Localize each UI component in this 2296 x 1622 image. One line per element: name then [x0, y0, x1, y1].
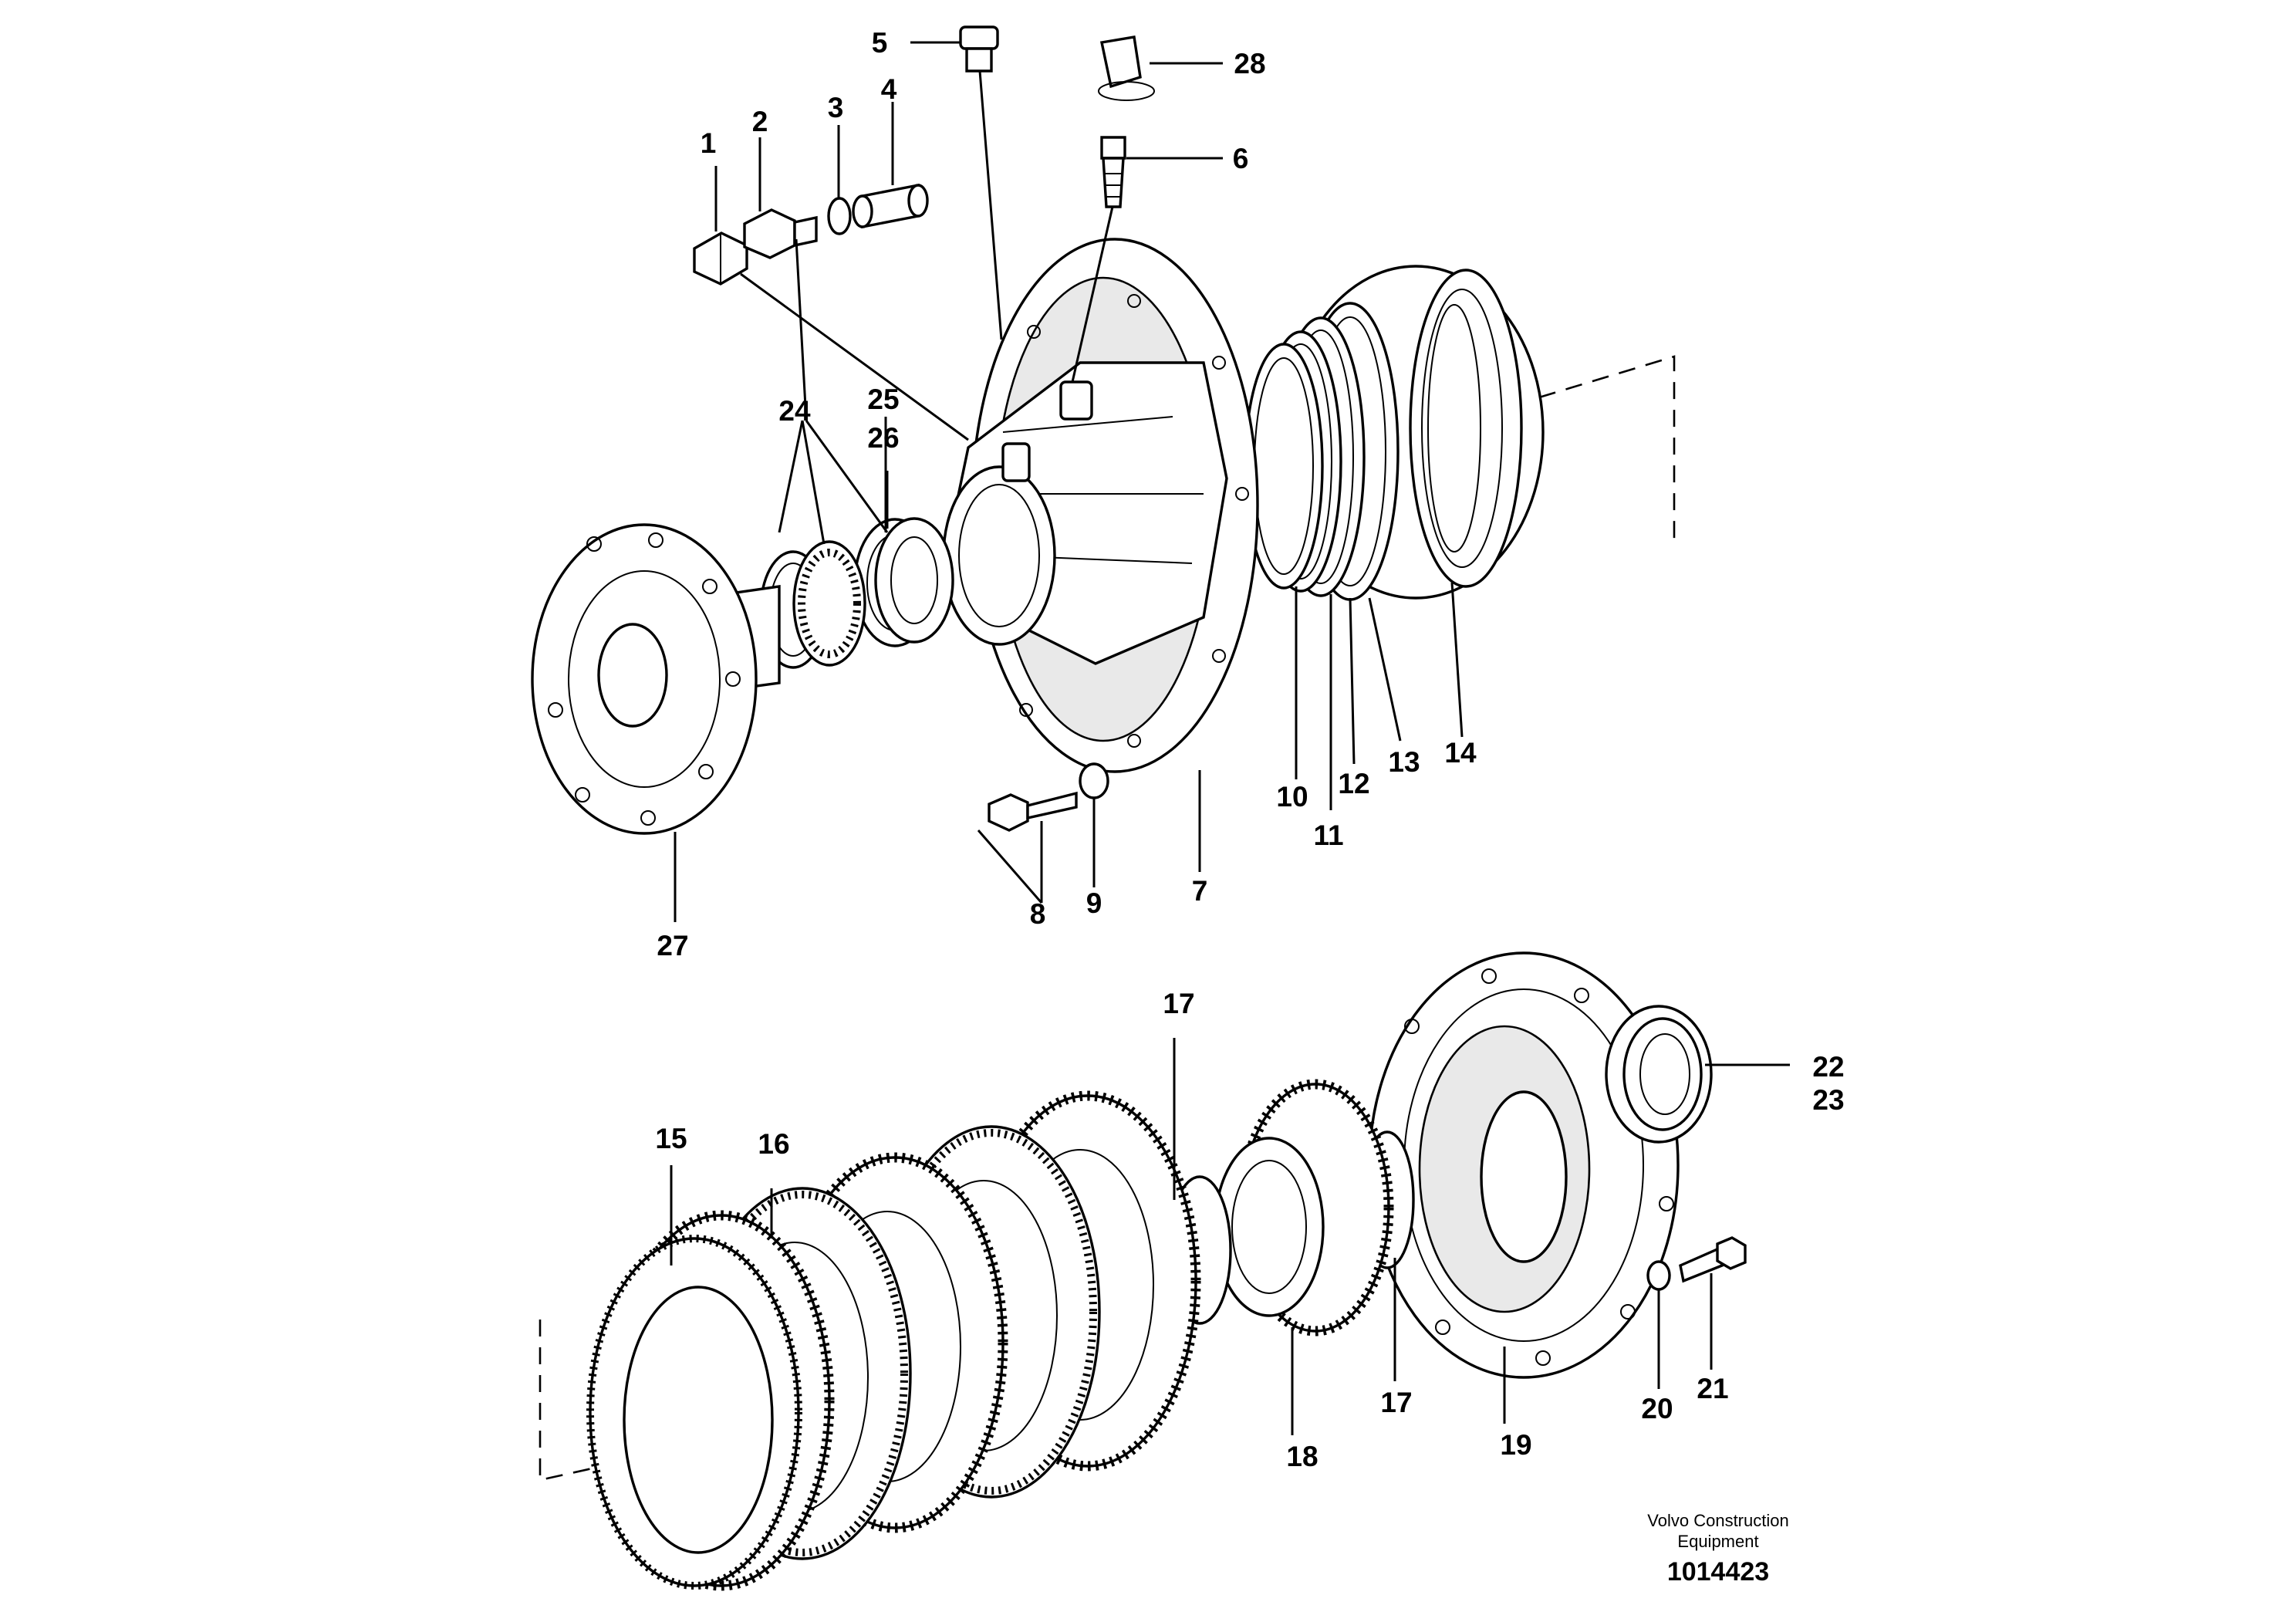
brand-line-1: Volvo Construction [1647, 1511, 1788, 1530]
callout-28: 28 [1234, 48, 1265, 79]
part-9-washer [1079, 762, 1109, 799]
callout-3: 3 [828, 92, 844, 123]
parts-10-13-rings [1244, 302, 1400, 601]
callout-labels: 1 2 3 4 5 28 6 24 25 26 27 8 9 7 10 11 1… [655, 27, 1844, 1472]
callout-10: 10 [1276, 781, 1308, 813]
callout-17-upper: 17 [1163, 988, 1194, 1019]
callout-21: 21 [1697, 1373, 1728, 1404]
part-8-bolt [988, 791, 1078, 832]
callout-13: 13 [1388, 746, 1420, 778]
part-21-bolt [1679, 1236, 1747, 1283]
callout-25: 25 [867, 384, 899, 415]
part-3-o-ring [827, 197, 852, 235]
callout-11: 11 [1313, 819, 1343, 851]
callout-7: 7 [1192, 875, 1208, 907]
callout-22: 22 [1812, 1051, 1844, 1083]
callout-24: 24 [778, 395, 811, 427]
part-18-hub-gear [1214, 1079, 1394, 1336]
drawing-number: 1014423 [1667, 1557, 1769, 1587]
callout-18: 18 [1286, 1441, 1318, 1472]
callout-16: 16 [758, 1128, 789, 1160]
brand-line-2: Equipment [1677, 1532, 1758, 1551]
part-1-bolt [693, 231, 748, 286]
callout-9: 9 [1086, 887, 1102, 919]
leader-lines-upper [674, 41, 1464, 922]
callout-15: 15 [655, 1123, 687, 1154]
part-28-valve [1098, 35, 1155, 101]
part-15-disc [586, 1235, 802, 1590]
callout-12: 12 [1338, 768, 1369, 799]
part-27-flange-shaft [531, 523, 781, 835]
callout-26: 26 [867, 422, 899, 454]
part-6-bleeder-nipple [1100, 136, 1126, 208]
part-22-23-bearing [1605, 1005, 1713, 1144]
part-16-friction-discs [608, 1090, 1201, 1591]
callout-20: 20 [1641, 1393, 1673, 1424]
alignment-line-upper [1538, 355, 1676, 544]
callout-1: 1 [701, 127, 717, 159]
callout-27: 27 [657, 930, 688, 961]
part-25-26-bearing [853, 517, 954, 647]
callout-17-lower: 17 [1380, 1387, 1412, 1418]
alignment-line-lower [539, 1320, 610, 1482]
part-4-sleeve [852, 183, 929, 229]
callout-4: 4 [881, 73, 897, 105]
callout-14: 14 [1444, 737, 1477, 769]
part-19-cover [1368, 951, 1680, 1379]
callout-23: 23 [1812, 1084, 1844, 1116]
part-7-hub-housing [942, 238, 1259, 773]
callout-5: 5 [872, 27, 888, 59]
part-5-plug [959, 25, 999, 73]
drawing-caption: Volvo Construction Equipment 1014423 [1647, 1511, 1788, 1587]
callout-8: 8 [1030, 898, 1046, 930]
callout-6: 6 [1233, 143, 1249, 174]
callout-19: 19 [1500, 1429, 1531, 1461]
leader-lines-lower [670, 1038, 1790, 1435]
callout-2: 2 [752, 106, 768, 137]
part-2-plug [743, 208, 818, 259]
part-20-washer [1646, 1260, 1671, 1291]
